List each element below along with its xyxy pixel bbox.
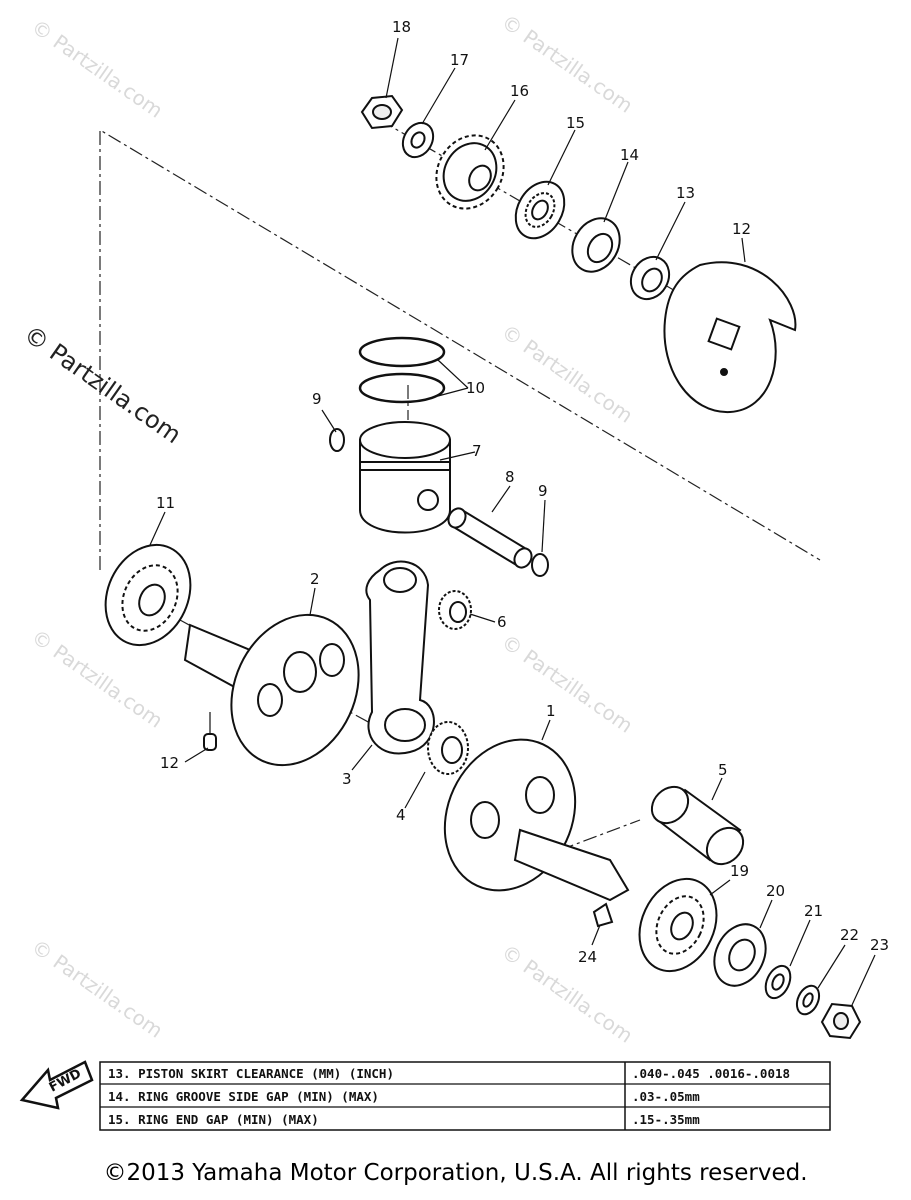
part-11-bearing <box>104 543 192 647</box>
callout-13: 12 <box>732 220 751 238</box>
copyright-notice: ©2013 Yamaha Motor Corporation, U.S.A. A… <box>103 1160 808 1186</box>
callout-8: 8 <box>505 468 515 486</box>
callout-10: 10 <box>466 379 485 397</box>
part-15-oil-seal <box>571 217 621 273</box>
callout-15: 14 <box>620 146 639 164</box>
callout-19: 18 <box>392 18 411 36</box>
spec-row-3-label: 15. RING END GAP (MIN) (MAX) <box>108 1112 319 1127</box>
leader-lines <box>149 37 876 1006</box>
watermark: © Partzilla.com <box>27 934 167 1042</box>
callout-25: 24 <box>578 948 597 966</box>
part-25-key <box>592 902 614 928</box>
part-21-oil-seal <box>713 923 767 987</box>
callout-23: 22 <box>840 926 859 944</box>
part-19-nut <box>360 94 404 130</box>
spec-row-2-value: .03-.05mm <box>632 1089 700 1104</box>
part-17-gear <box>435 134 505 210</box>
part-3-connecting-rod <box>365 560 435 755</box>
part-4-needle-bearing <box>427 721 469 775</box>
watermarks: © Partzilla.com © Partzilla.com © Partzi… <box>19 9 638 1047</box>
part-1-crank-half <box>443 738 630 902</box>
spec-row-2-label: 14. RING GROOVE SIDE GAP (MIN) (MAX) <box>108 1089 379 1104</box>
callout-4: 4 <box>396 806 406 824</box>
fwd-arrow: FWD <box>19 1060 94 1110</box>
part-14-collar <box>629 255 671 301</box>
part-10-piston-rings <box>358 336 446 404</box>
part-20-bearing <box>638 877 718 973</box>
part-6-needle-bearing <box>438 590 472 630</box>
part-16-bearing <box>514 180 566 240</box>
watermark: © Partzilla.com <box>497 319 637 427</box>
assembly-line-gear-shaft <box>379 119 761 341</box>
spec-row-1-value: .040-.045 .0016-.0018 <box>632 1066 790 1081</box>
callout-5: 5 <box>718 761 728 779</box>
spec-row-1-label: 13. PISTON SKIRT CLEARANCE (MM) (INCH) <box>108 1066 394 1081</box>
part-2-crank-half <box>183 613 360 767</box>
callout-1: 1 <box>546 702 556 720</box>
part-5-crank-pin <box>650 785 745 866</box>
callout-9-left: 9 <box>312 390 322 408</box>
part-7-piston <box>359 421 451 534</box>
watermark: © Partzilla.com <box>497 939 637 1047</box>
callout-6: 6 <box>497 613 507 631</box>
callout-17: 16 <box>510 82 529 100</box>
part-23-lock-washer <box>795 984 821 1016</box>
callout-18: 17 <box>450 51 469 69</box>
spec-row-3-value: .15-.35mm <box>632 1112 700 1127</box>
spec-table: 13. PISTON SKIRT CLEARANCE (MM) (INCH) .… <box>99 1061 831 1131</box>
callout-22: 21 <box>804 902 823 920</box>
part-22-washer <box>764 964 792 1000</box>
callout-14: 13 <box>676 184 695 202</box>
callout-2: 2 <box>310 570 320 588</box>
watermark: © Partzilla.com <box>497 629 637 737</box>
part-9-clip-left <box>329 428 345 452</box>
watermark: © Partzilla.com <box>497 9 637 117</box>
part-24-nut <box>820 1002 862 1040</box>
callout-12: 12 <box>160 754 179 772</box>
part-12-key <box>203 733 217 751</box>
callout-9-right: 9 <box>538 482 548 500</box>
callout-24: 23 <box>870 936 889 954</box>
part-9-clip-right <box>531 553 549 577</box>
callouts: 18 17 16 15 14 13 12 10 9 7 8 9 11 2 6 1… <box>156 18 889 966</box>
part-8-piston-pin <box>447 507 533 569</box>
callout-21: 20 <box>766 882 785 900</box>
watermark: © Partzilla.com <box>27 14 167 122</box>
watermark-left: © Partzilla.com <box>19 320 187 449</box>
callout-3: 3 <box>342 770 352 788</box>
callout-7: 7 <box>472 442 482 460</box>
part-13-rotary-valve <box>663 261 797 414</box>
callout-11: 11 <box>156 494 175 512</box>
part-18-washer <box>401 121 435 159</box>
callout-20: 19 <box>730 862 749 880</box>
callout-16: 15 <box>566 114 585 132</box>
